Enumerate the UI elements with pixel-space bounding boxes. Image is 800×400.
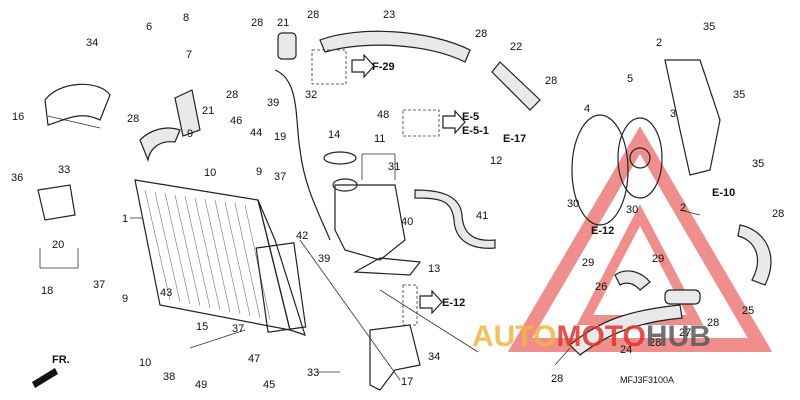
part-label: 47 [248, 353, 260, 365]
part-label: 35 [703, 21, 715, 33]
left-shroud [37, 83, 111, 221]
part-label: 24 [620, 344, 632, 356]
ref-e17: E-17 [503, 133, 526, 145]
part-label: 11 [374, 133, 385, 145]
part-label: 18 [41, 285, 53, 297]
ref-e12-left: E-12 [442, 297, 465, 309]
part-label: 9 [187, 128, 193, 140]
ref-f29: F-29 [372, 61, 395, 73]
part-label: 10 [204, 167, 216, 179]
part-label: 21 [277, 17, 289, 29]
part-label: 28 [226, 89, 238, 101]
lower-hoses [569, 224, 772, 356]
part-label: 37 [232, 323, 244, 335]
part-label: 34 [86, 37, 98, 49]
ref-e5: E-5 [462, 111, 479, 123]
part-label: 13 [428, 263, 440, 275]
part-label: 8 [183, 12, 189, 24]
part-label: 28 [307, 9, 319, 21]
part-label: 20 [52, 239, 64, 251]
part-label: 9 [122, 293, 128, 305]
part-label: 29 [582, 257, 594, 269]
part-label: 15 [196, 321, 208, 333]
part-label: 9 [256, 166, 262, 178]
overflow-hoses [274, 69, 496, 249]
part-label: 17 [401, 376, 413, 388]
part-label: 39 [318, 253, 330, 265]
part-label: 19 [274, 131, 286, 143]
ref-e12-right: E-12 [591, 225, 614, 237]
watermark-text: AUTOMOTOHUB [472, 320, 711, 353]
part-label: 28 [707, 317, 719, 329]
part-label: 37 [93, 279, 105, 291]
part-label: 26 [595, 281, 607, 293]
part-label: 25 [742, 305, 754, 317]
part-label: 45 [263, 379, 275, 391]
part-label: 23 [383, 9, 395, 21]
part-label: 36 [11, 172, 23, 184]
reference-codes: F-29 E-5 E-5-1 E-17 E-10 E-12 E-12 MFJ3F… [52, 61, 735, 385]
radiator-core [134, 179, 307, 336]
reference-arrows [32, 53, 466, 388]
part-label: 46 [230, 115, 242, 127]
part-label: 7 [186, 49, 192, 61]
part-label: 29 [652, 253, 664, 265]
part-label: 2 [680, 202, 686, 214]
part-label: 28 [551, 373, 563, 385]
reservoir-tank [323, 151, 406, 261]
part-label: 6 [146, 21, 152, 33]
part-label: 48 [377, 109, 389, 121]
part-label: 21 [202, 105, 214, 117]
part-label: 22 [510, 41, 522, 53]
part-label: 16 [12, 111, 24, 123]
part-label: 42 [296, 230, 308, 242]
leader-lines [39, 115, 701, 381]
part-label: 28 [475, 28, 487, 40]
part-label: 39 [267, 97, 279, 109]
part-label: 27 [679, 327, 691, 339]
part-label: 41 [476, 210, 488, 222]
part-label: 12 [490, 155, 502, 167]
part-label: 28 [649, 337, 661, 349]
reservoir-bracket [352, 257, 422, 276]
part-label: 5 [627, 73, 633, 85]
part-label: 30 [626, 204, 638, 216]
part-labels: 1 2 2 3 4 5 6 7 8 9 9 9 10 10 11 12 13 1… [11, 9, 784, 391]
part-label: 33 [307, 367, 319, 379]
ref-e10: E-10 [712, 187, 735, 199]
part-label: 28 [545, 75, 557, 87]
part-label: 49 [195, 379, 207, 391]
catalog-code: MFJ3F3100A [620, 375, 674, 385]
part-label: 4 [584, 103, 590, 115]
part-label: 14 [328, 129, 340, 141]
part-label: 38 [163, 371, 175, 383]
part-label: 10 [139, 357, 151, 369]
part-label: 40 [401, 216, 413, 228]
part-label: 31 [388, 161, 400, 173]
part-label: 32 [305, 89, 317, 101]
front-label: FR. [52, 354, 70, 366]
part-label: 43 [160, 287, 172, 299]
part-label: 3 [670, 108, 676, 120]
part-label: 35 [733, 89, 745, 101]
part-label: 28 [251, 17, 263, 29]
ref-e5-1: E-5-1 [462, 125, 489, 137]
part-label: 28 [772, 208, 784, 220]
upper-hoses [139, 30, 541, 163]
part-label: 44 [250, 127, 262, 139]
part-label: 33 [58, 164, 70, 176]
part-label: 2 [656, 37, 662, 49]
part-label: 1 [122, 213, 128, 225]
part-label: 37 [274, 171, 286, 183]
fan-shroud [571, 59, 721, 226]
part-label: 34 [428, 351, 440, 363]
part-label: 28 [127, 113, 139, 125]
part-label: 30 [567, 198, 579, 210]
part-label: 35 [752, 158, 764, 170]
